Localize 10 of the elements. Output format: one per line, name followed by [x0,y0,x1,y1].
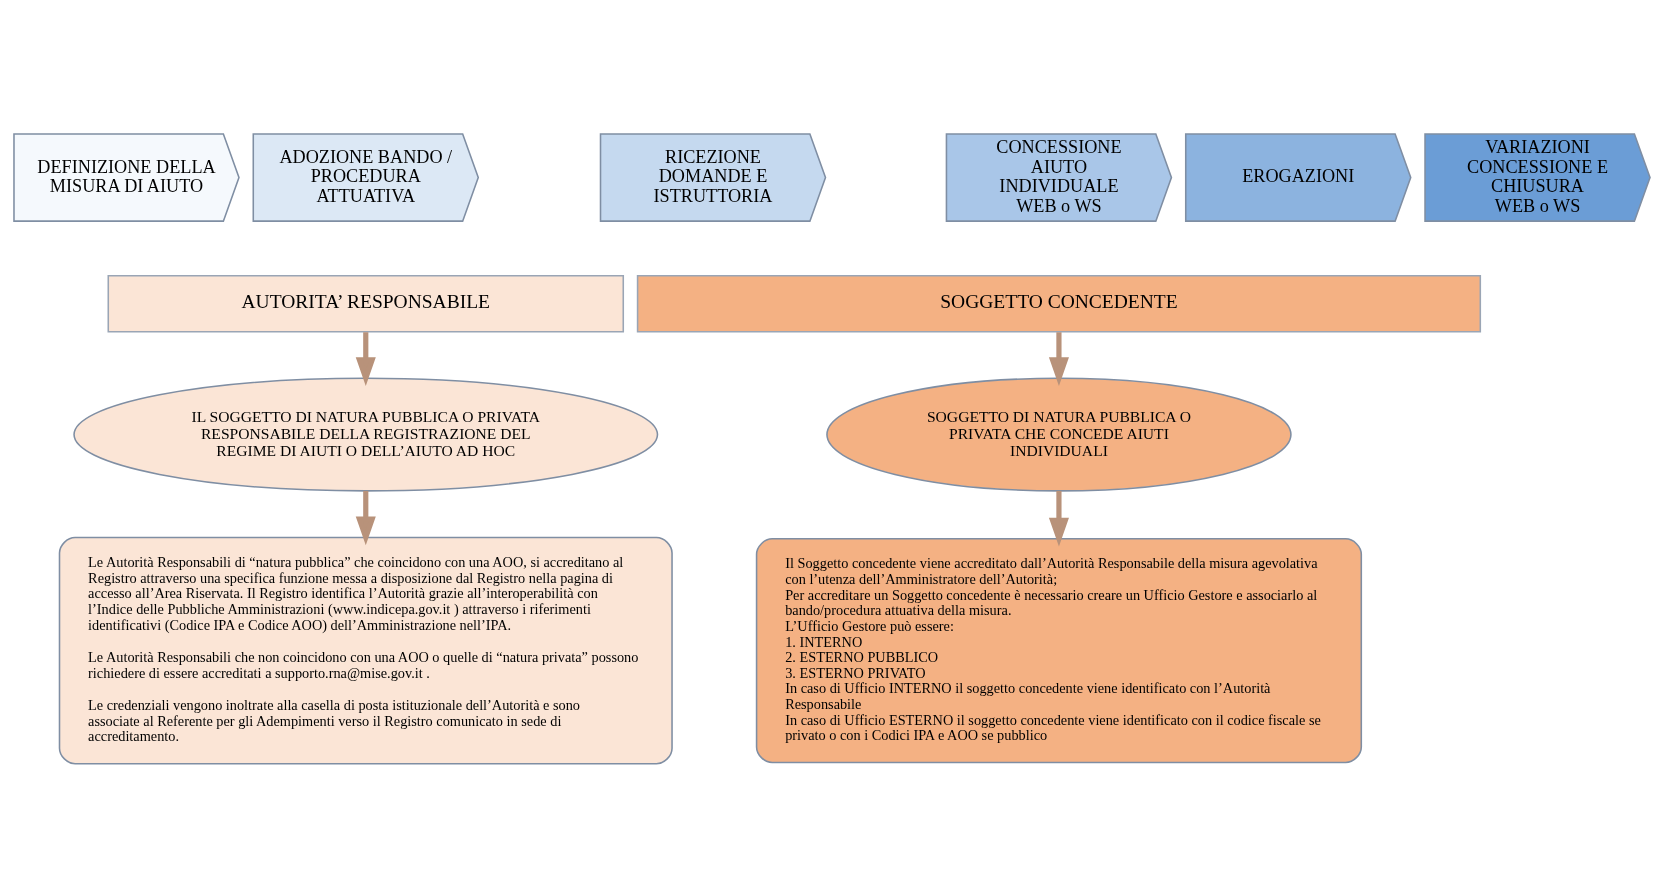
node-box: Le Autorità Responsabili di “natura pubblica” che coincidono con una AOO, si accreditano al Registro attraverso una specifica funzione messa a disposizione dal Registro nella pagina di accesso all’Area Riservata. Il Registro identifica l’Autorità grazie all’interoperabilità con l’Indice delle Pubbliche Amministrazioni (www.indicepa.gov.it ) attraverso i riferimenti identificativi (Codice IPA e Codice AOO) dell’Amministrazione nell’IPA. Le Autorità Responsabili che non coincidono con una AOO o quelle di “natura privata” possono richiedere di essere accreditati a supporto.rna@mise.gov.it . Le credenziali vengono inoltrate alla casella di posta istituzionale dell’Autorità e sono associate al Referente per gli Adempimenti verso il Registro comunicato in sede di accreditamento. [58,536,673,765]
arrow [355,332,376,387]
node-ellipse: IL SOGGETTO DI NATURA PUBBLICA O PRIVATA RESPONSABILE DELLA REGISTRAZIONE DEL REGIME DI AIUTI O DELL’AIUTO AD HOC [73,377,659,492]
node-box: SOGGETTO CONCEDENTE [636,275,1482,333]
node-ellipse: SOGGETTO DI NATURA PUBBLICA O PRIVATA CHE CONCEDE AIUTI INDIVIDUALI [826,377,1292,492]
node-box: Il Soggetto concedente viene accreditato dall’Autorità Responsabile della misura agevolativa con l’utenza dell’Amministratore dell’Autorità; Per accreditare un Soggetto concedente è necessario creare un Ufficio Gestore e associarlo al bando/procedura attuativa della misura. L’Ufficio Gestore può essere: 1. INTERNO 2. ESTERNO PUBBLICO 3. ESTERNO PRIVATO In caso di Ufficio INTERNO il soggetto concedente viene identificato con l’Autorità Responsabile In caso di Ufficio ESTERNO il soggetto concedente viene identificato con il codice fiscale se privato o con i Codici IPA e AOO se pubblico [755,538,1363,764]
node-box: AUTORITA’ RESPONSABILE [107,275,625,333]
arrow [1048,490,1069,547]
arrow [355,490,376,546]
arrow [1048,332,1069,386]
